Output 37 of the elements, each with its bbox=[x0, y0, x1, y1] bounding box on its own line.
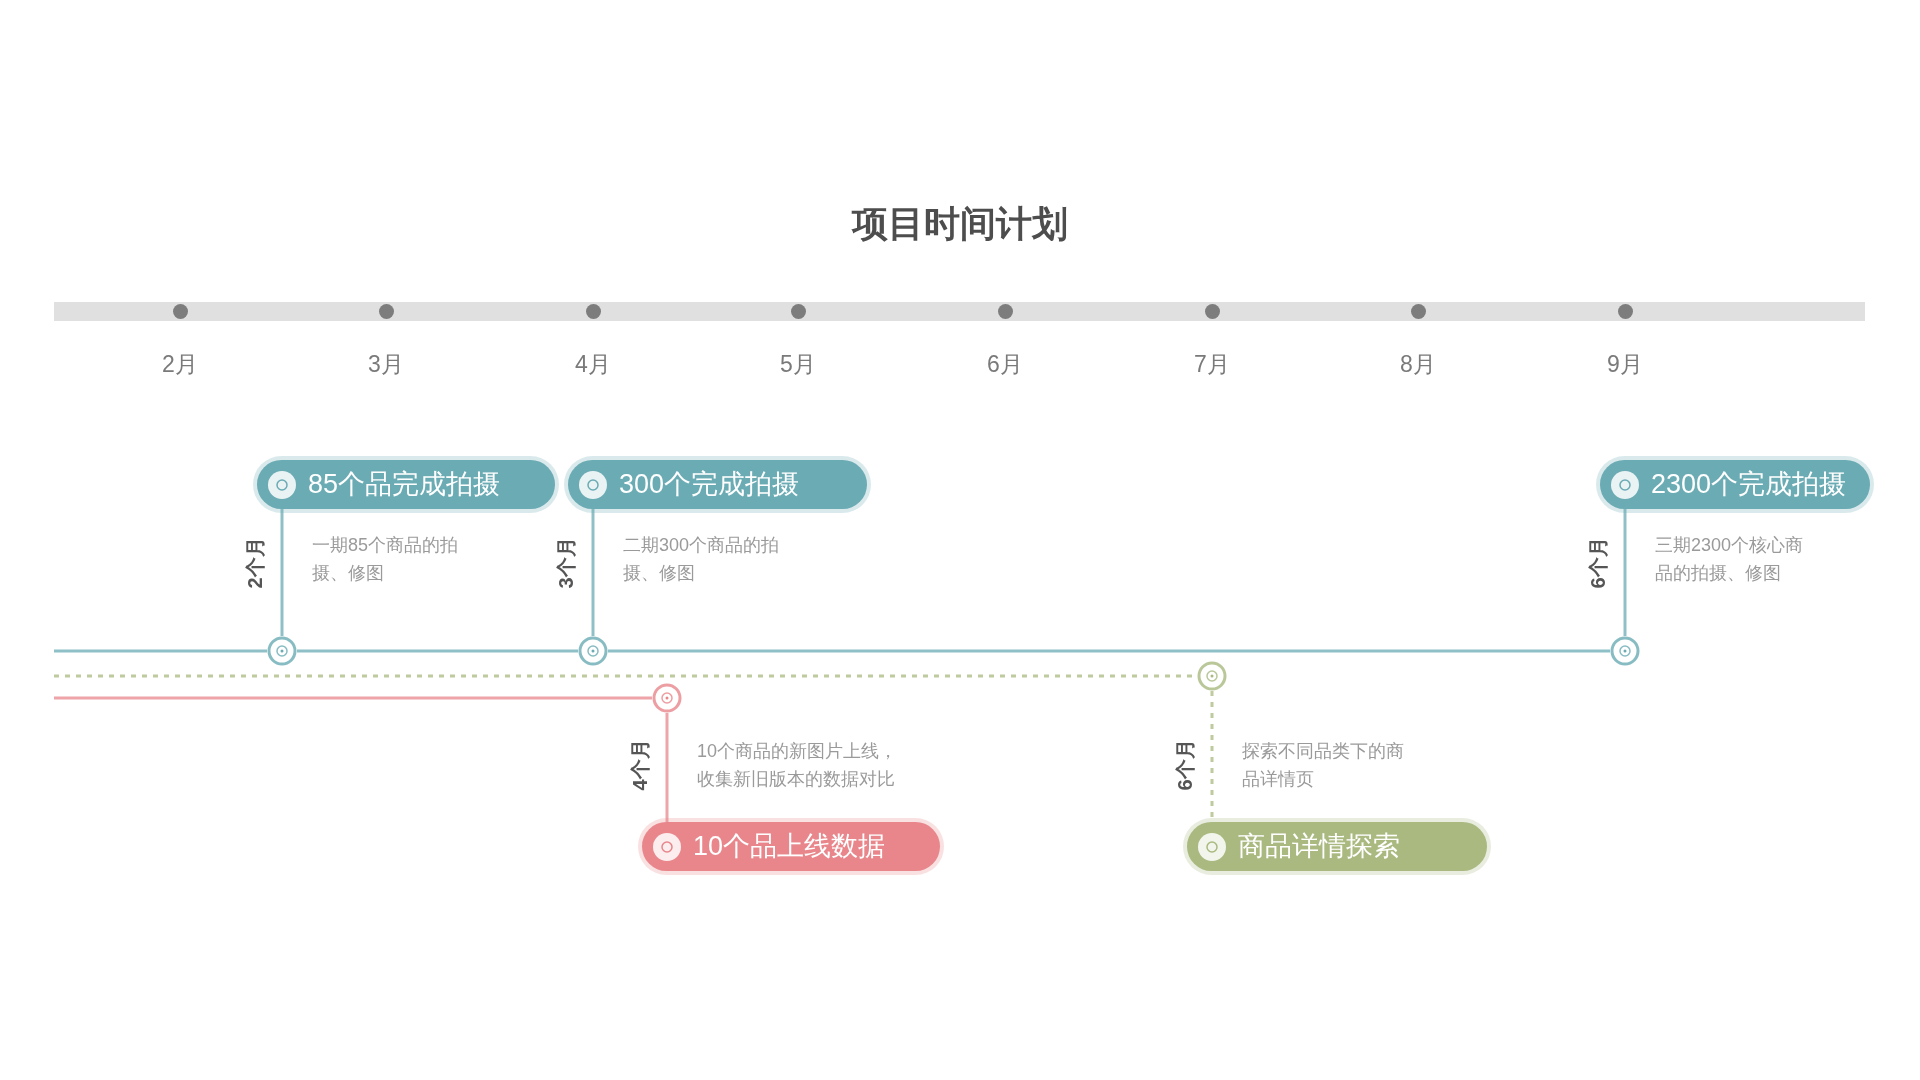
description-text: 二期300个商品的拍摄、修图 bbox=[623, 534, 781, 585]
connector-line bbox=[608, 649, 1610, 653]
milestone-title: 2300个完成拍摄 bbox=[1651, 471, 1847, 498]
milestone-title: 10个品上线数据 bbox=[693, 833, 886, 860]
milestone-pill bbox=[1600, 460, 1870, 509]
month-label: 4月 bbox=[575, 350, 611, 378]
milestone-pill bbox=[642, 822, 940, 871]
description-text: 10个商品的新图片上线，收集新旧版本的数据对比 bbox=[697, 740, 899, 791]
month-label: 2月 bbox=[162, 350, 198, 378]
duration-label: 3个月 bbox=[556, 537, 576, 589]
description-text: 三期2300个核心商品的拍摄、修图 bbox=[1655, 534, 1805, 585]
description-text: 一期85个商品的拍摄、修图 bbox=[312, 534, 460, 585]
connector-line bbox=[591, 509, 595, 636]
connector-line bbox=[280, 509, 284, 636]
connector-line bbox=[1623, 509, 1627, 636]
month-label: 5月 bbox=[780, 350, 816, 378]
connector-line bbox=[54, 649, 267, 653]
milestone-title: 300个完成拍摄 bbox=[619, 471, 800, 498]
month-label: 3月 bbox=[368, 350, 404, 378]
milestone-pill bbox=[568, 460, 867, 509]
milestone-title: 85个品完成拍摄 bbox=[308, 471, 501, 498]
milestone-pill bbox=[1187, 822, 1487, 871]
duration-label: 4个月 bbox=[630, 739, 650, 791]
duration-label: 6个月 bbox=[1175, 739, 1195, 791]
connector-line bbox=[665, 713, 669, 822]
title: 项目时间计划 bbox=[852, 202, 1068, 246]
milestone-title: 商品详情探索 bbox=[1238, 833, 1400, 860]
month-label: 8月 bbox=[1400, 350, 1436, 378]
duration-label: 2个月 bbox=[245, 537, 265, 589]
month-label: 9月 bbox=[1607, 350, 1643, 378]
month-label: 6月 bbox=[987, 350, 1023, 378]
description-text: 探索不同品类下的商品详情页 bbox=[1242, 740, 1405, 791]
milestone-pill bbox=[257, 460, 555, 509]
month-label: 7月 bbox=[1194, 350, 1230, 378]
connector-line bbox=[54, 696, 652, 700]
connector-line bbox=[297, 649, 578, 653]
duration-label: 6个月 bbox=[1588, 537, 1608, 589]
